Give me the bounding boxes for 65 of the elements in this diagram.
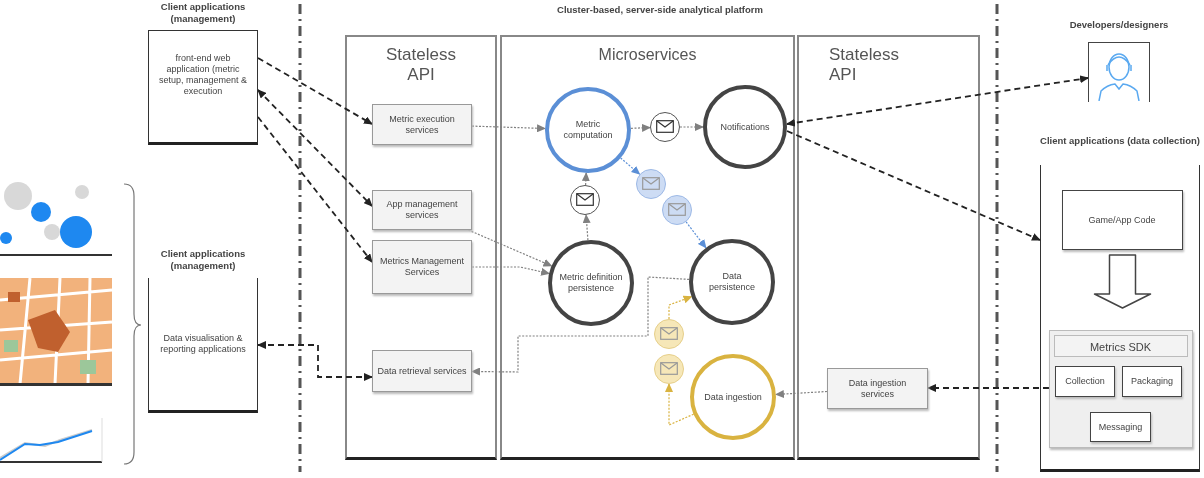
- api-panel: [345, 35, 497, 460]
- box-label: Game/App Code: [1087, 214, 1157, 226]
- platform-title: Cluster-based, server-side analytical platform: [556, 4, 764, 15]
- arrow: [257, 116, 373, 263]
- code-box: [1061, 190, 1183, 250]
- arrow: [927, 384, 1050, 392]
- arrow: [786, 130, 1041, 241]
- message-circle: [650, 112, 680, 142]
- block-arrow: [1093, 254, 1152, 309]
- module-box: [1090, 411, 1151, 442]
- panel-heading: Microservices: [597, 45, 698, 65]
- arrow: [582, 214, 591, 241]
- arrow: [665, 383, 695, 426]
- arrow: [581, 172, 590, 186]
- arrow: [679, 123, 704, 131]
- group-heading: Client applications (data collection): [1039, 135, 1201, 147]
- box-label: Collection: [1064, 375, 1106, 387]
- service-box: [827, 368, 928, 409]
- service-box: [372, 240, 472, 294]
- arrow: [668, 295, 693, 320]
- module-box: [1055, 365, 1115, 397]
- arrow: [467, 229, 553, 267]
- service-label: Metric computation: [562, 119, 614, 141]
- arrow: [630, 123, 651, 132]
- message-circle: [654, 354, 684, 384]
- service-box: [372, 104, 472, 145]
- service-label: Metric definition persistence: [558, 272, 624, 294]
- service-box: [372, 190, 472, 230]
- arrow: [257, 57, 373, 125]
- group-heading: Developers/designers: [1068, 19, 1170, 30]
- group-heading: Client applications (management): [159, 1, 247, 25]
- microservices-panel: [500, 35, 795, 460]
- message-circle: [654, 319, 684, 349]
- module-box: [1122, 365, 1182, 397]
- arrow: [620, 157, 641, 175]
- arrow: [786, 75, 1089, 127]
- service-label: Notifications: [719, 121, 771, 133]
- group-heading: Client applications (management): [159, 248, 247, 272]
- arrow: [471, 266, 551, 276]
- box-label: Data ingestion services: [847, 377, 908, 400]
- arrow: [774, 390, 828, 398]
- box-label: front-end web application (metric setup, management & execution: [157, 53, 249, 97]
- arrow: [257, 341, 373, 381]
- box-label: Data retrieval services: [376, 365, 468, 377]
- message-circle: [636, 169, 666, 199]
- arrow: [685, 221, 707, 249]
- sdk-box: [1048, 330, 1193, 448]
- api-panel: [797, 35, 980, 460]
- box-label: Data visualisation & reporting applications: [159, 333, 247, 355]
- arrow: [471, 276, 690, 376]
- box-label: Messaging: [1097, 421, 1144, 432]
- box-label: Metrics Management Services: [378, 256, 465, 278]
- service-label: Data persistence: [708, 271, 756, 293]
- arrow: [257, 89, 373, 207]
- panel-heading: Stateless API: [828, 45, 900, 85]
- box-label: Packaging: [1130, 375, 1174, 387]
- message-circle: [662, 195, 692, 225]
- box-label: App management services: [385, 199, 459, 221]
- panel-heading: Stateless API: [385, 45, 457, 85]
- message-circle: [570, 185, 600, 215]
- box-label: Metric execution services: [388, 113, 456, 136]
- arrow: [471, 124, 546, 133]
- service-box: [372, 350, 472, 392]
- service-label: Data ingestion: [703, 391, 763, 403]
- sdk-heading: Metrics SDK: [1053, 335, 1188, 357]
